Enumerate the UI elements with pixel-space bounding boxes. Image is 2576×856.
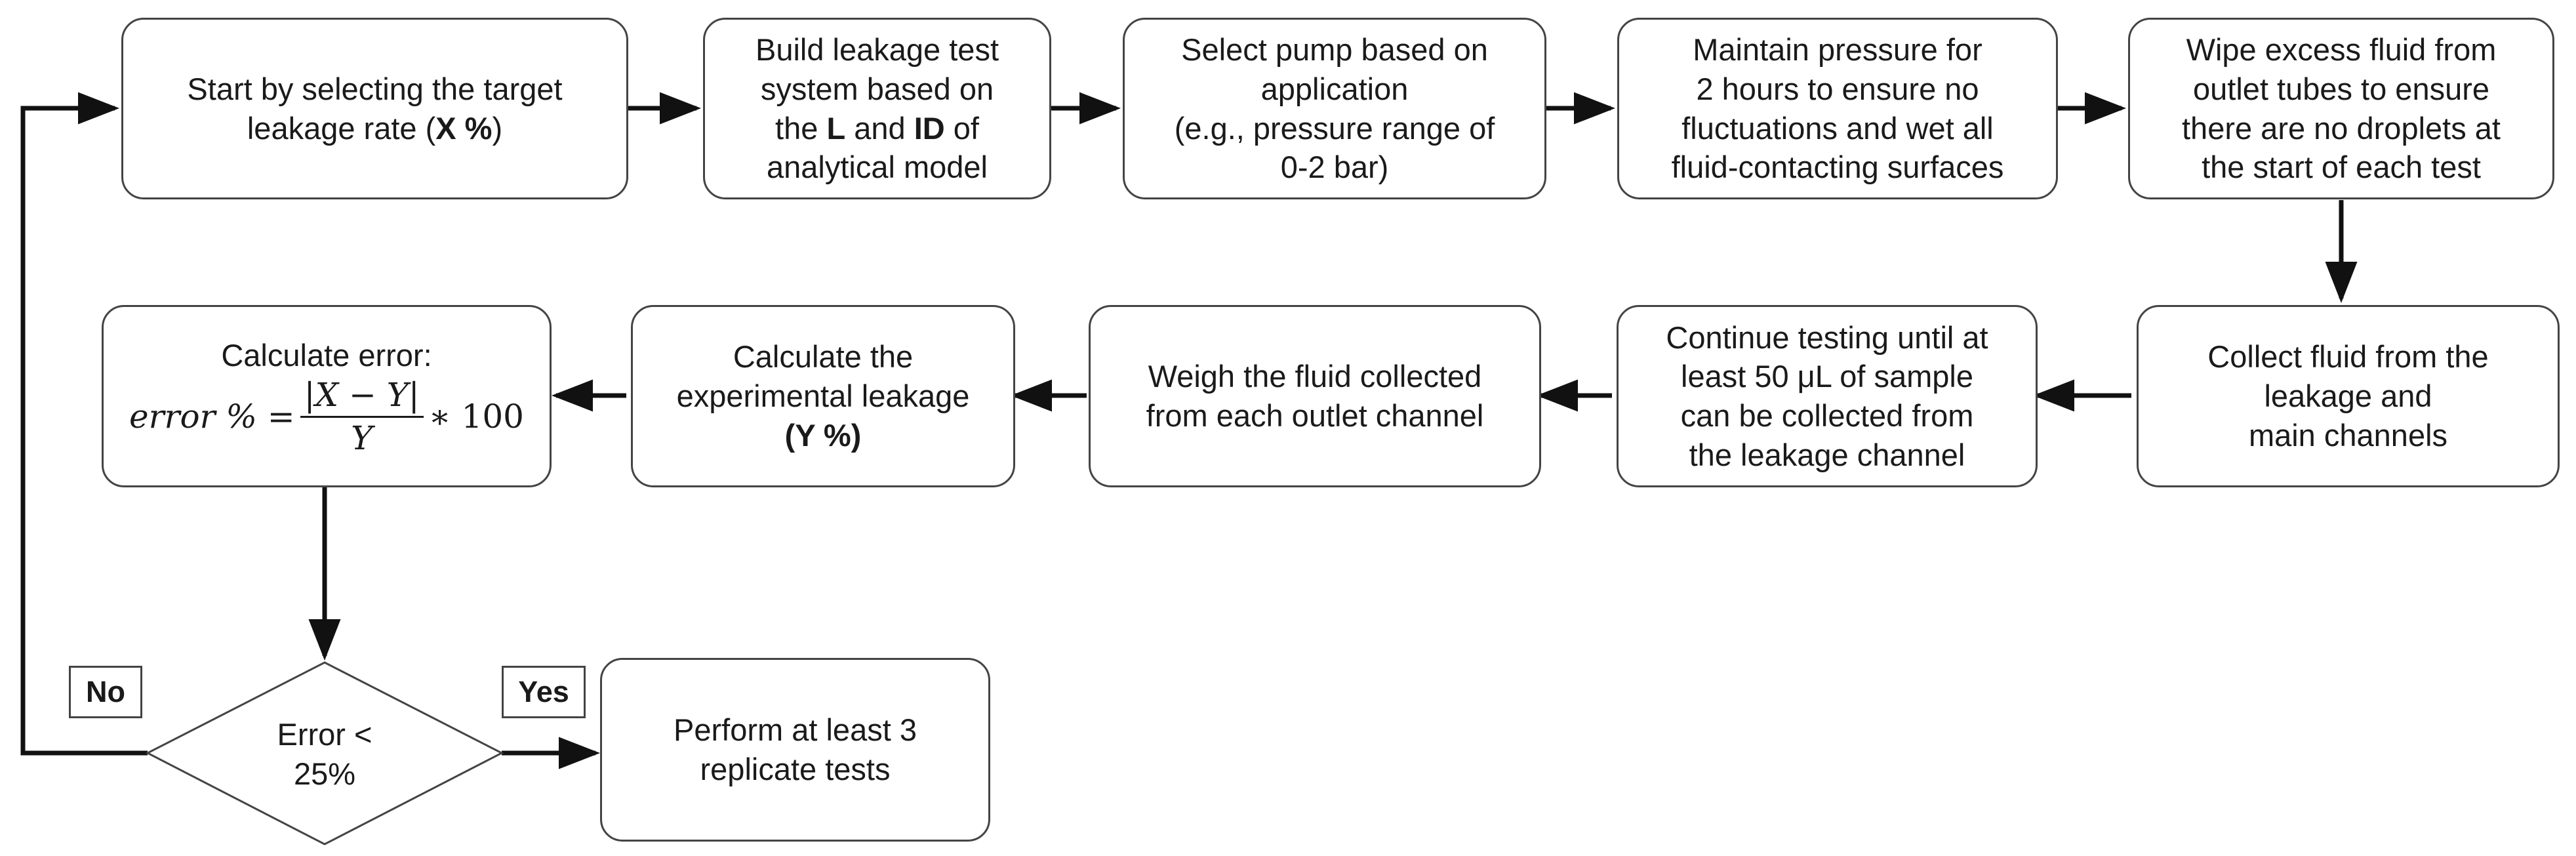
node-text-line: (e.g., pressure range of [1174, 110, 1495, 146]
node-text-line: the start of each test [2202, 150, 2481, 185]
node-text-line: 2 hours to ensure no [1696, 71, 1979, 106]
node-text-line: system based on [760, 71, 994, 106]
node-start-select-leakage-rate: Start by selecting the target leakage ra… [121, 18, 628, 199]
node-text-line: Continue testing until at [1666, 319, 1988, 355]
node-text-line: least 50 μL of sample [1681, 359, 1973, 394]
node-calculate-experimental-leakage: Calculate the experimental leakage (Y %) [631, 305, 1015, 487]
decision-diamond [145, 661, 504, 846]
node-perform-replicate-tests: Perform at least 3 replicate tests [600, 658, 990, 842]
node-title: Calculate error: [221, 337, 432, 373]
node-text-line: leakage rate (X %) [247, 109, 502, 148]
decision-line: Error < [277, 717, 372, 752]
node-text-part: and [845, 110, 914, 146]
node-text-line: application [1260, 71, 1409, 106]
node-text-line: main channels [2248, 417, 2448, 453]
node-text-line: replicate tests [700, 752, 891, 786]
node-text-line: the leakage channel [1689, 437, 1965, 472]
node-text-line: Calculate the [733, 339, 914, 375]
formula-fraction: |X − Y| Y [300, 377, 424, 457]
node-text-line: Build leakage test [755, 32, 999, 68]
node-text-line: Select pump based on [1181, 32, 1488, 68]
node-text-bold: L [826, 110, 846, 146]
node-text-part: the [775, 110, 827, 146]
node-text-line: Start by selecting the target [187, 71, 563, 106]
node-text-line: can be collected from [1680, 398, 1974, 433]
node-text-line: Perform at least 3 [674, 712, 917, 748]
node-wipe-excess-fluid: Wipe excess fluid from outlet tubes to e… [2128, 18, 2554, 199]
label-yes: Yes [502, 666, 586, 718]
node-text-bold: X % [435, 110, 493, 146]
node-text-line: Weigh the fluid collected [1148, 359, 1482, 394]
node-text-line: outlet tubes to ensure [2192, 71, 2490, 106]
node-text-line: there are no droplets at [2182, 110, 2501, 146]
node-text-line: analytical model [766, 150, 988, 185]
node-text-line: experimental leakage [676, 378, 970, 414]
error-formula: error % = |X − Y| Y ∗ 100 [129, 377, 524, 457]
node-select-pump: Select pump based on application (e.g., … [1123, 18, 1546, 199]
node-text-line: Collect fluid from the [2207, 339, 2489, 375]
node-collect-fluid: Collect fluid from the leakage and main … [2137, 305, 2560, 487]
node-maintain-pressure: Maintain pressure for 2 hours to ensure … [1617, 18, 2058, 199]
node-text-line: from each outlet channel [1146, 398, 1484, 433]
formula-lhs: error % = [129, 397, 295, 436]
node-text-line: Wipe excess fluid from [2186, 32, 2497, 68]
node-text-line: 0-2 bar) [1280, 150, 1389, 185]
node-text-line: Maintain pressure for [1693, 32, 1982, 68]
node-text-part: leakage rate ( [247, 110, 436, 146]
node-text-bold: (Y %) [784, 417, 862, 453]
node-text-part: of [944, 110, 979, 146]
arrow-no-loop [20, 92, 148, 756]
formula-numerator: |X − Y| [300, 377, 424, 418]
node-text-line: fluctuations and wet all [1681, 110, 1994, 146]
decision-line: 25% [293, 756, 356, 791]
node-text-line: leakage and [2264, 378, 2432, 414]
node-text-line: the L and ID of [775, 109, 979, 148]
node-calculate-error: Calculate error: error % = |X − Y| Y ∗ 1… [102, 305, 552, 487]
formula-rhs: ∗ 100 [428, 397, 524, 436]
node-text-part: ) [492, 110, 503, 146]
node-build-leakage-test-system: Build leakage test system based on the L… [703, 18, 1051, 199]
formula-denominator: Y [351, 419, 373, 458]
node-text-line: fluid-contacting surfaces [1671, 150, 2004, 185]
decision-error-check: Error < 25% [148, 662, 502, 846]
label-no: No [69, 666, 142, 718]
node-weigh-fluid: Weigh the fluid collected from each outl… [1089, 305, 1541, 487]
node-text-bold: ID [914, 110, 945, 146]
node-continue-testing: Continue testing until at least 50 μL of… [1617, 305, 2038, 487]
